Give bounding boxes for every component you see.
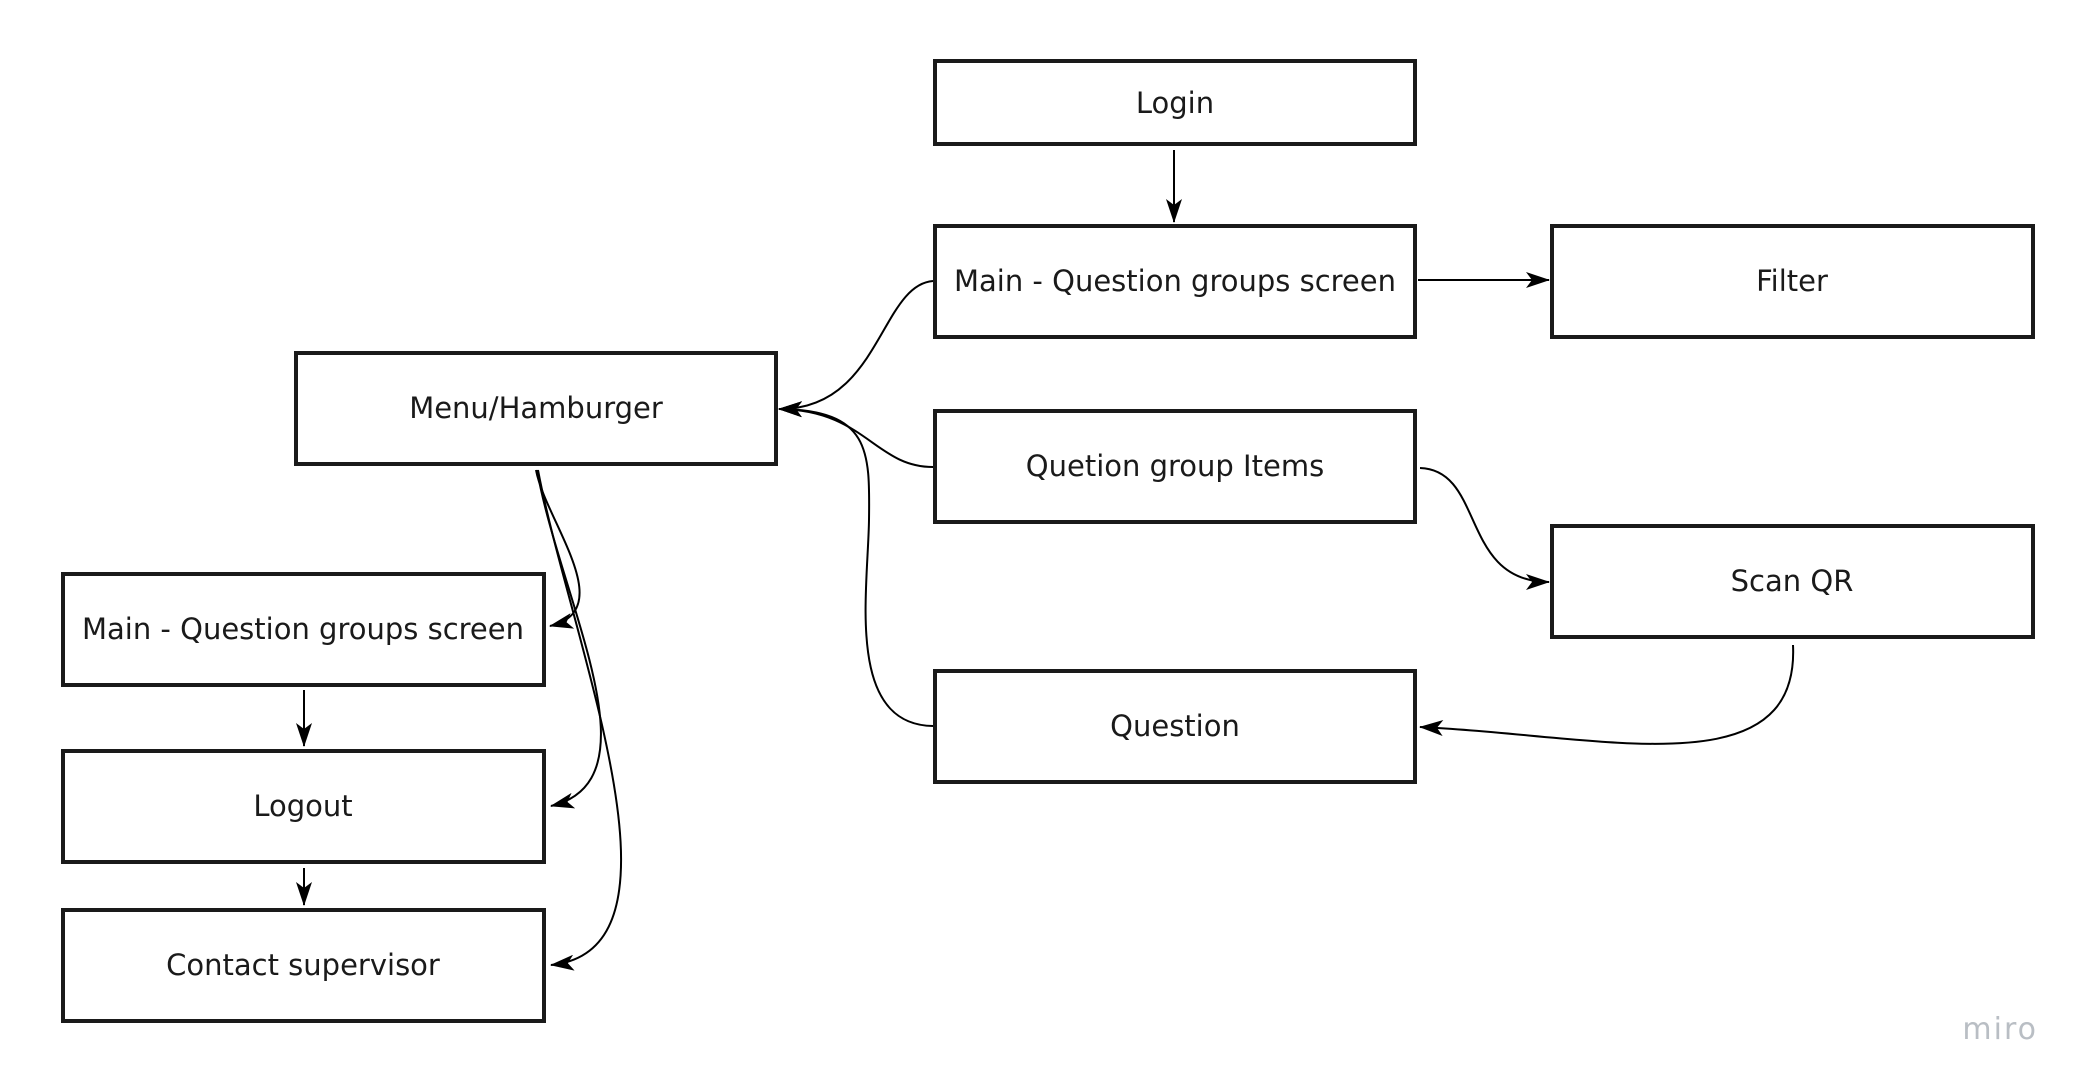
- node-login: Login: [933, 59, 1417, 146]
- edge-question-to-menu: [778, 401, 934, 727]
- edge-items-to-menu: [778, 401, 934, 468]
- node-filter: Filter: [1550, 224, 2035, 339]
- node-contact-supervisor: Contact supervisor: [61, 908, 546, 1023]
- edge-main-to-menu: [778, 280, 934, 418]
- edges: [296, 150, 1795, 971]
- node-question-group-items: Quetion group Items: [933, 409, 1417, 524]
- node-label-main-question-groups-left: Main - Question groups screen: [82, 612, 524, 646]
- node-menu-hamburger: Menu/Hamburger: [294, 351, 778, 466]
- node-label-main-question-groups-top: Main - Question groups screen: [954, 264, 1396, 298]
- edge-scanqr-to-question: [1419, 644, 1795, 745]
- node-question: Question: [933, 669, 1417, 784]
- edge-menu-to-logout: [536, 469, 602, 809]
- node-label-login: Login: [1136, 86, 1214, 120]
- miro-watermark: miro: [1962, 1012, 2038, 1047]
- node-label-scan-qr: Scan QR: [1731, 564, 1854, 598]
- node-label-contact-supervisor: Contact supervisor: [166, 948, 440, 982]
- node-label-menu-hamburger: Menu/Hamburger: [409, 391, 663, 425]
- node-label-question: Question: [1110, 709, 1240, 743]
- node-label-logout: Logout: [253, 789, 352, 823]
- node-logout: Logout: [61, 749, 546, 864]
- node-label-filter: Filter: [1756, 264, 1828, 298]
- node-main-question-groups-left: Main - Question groups screen: [61, 572, 546, 687]
- node-main-question-groups-top: Main - Question groups screen: [933, 224, 1417, 339]
- edge-items-to-scanqr: [1419, 467, 1550, 590]
- edge-menu-to-contact: [537, 469, 623, 971]
- node-label-question-group-items: Quetion group Items: [1026, 449, 1324, 483]
- node-scan-qr: Scan QR: [1550, 524, 2035, 639]
